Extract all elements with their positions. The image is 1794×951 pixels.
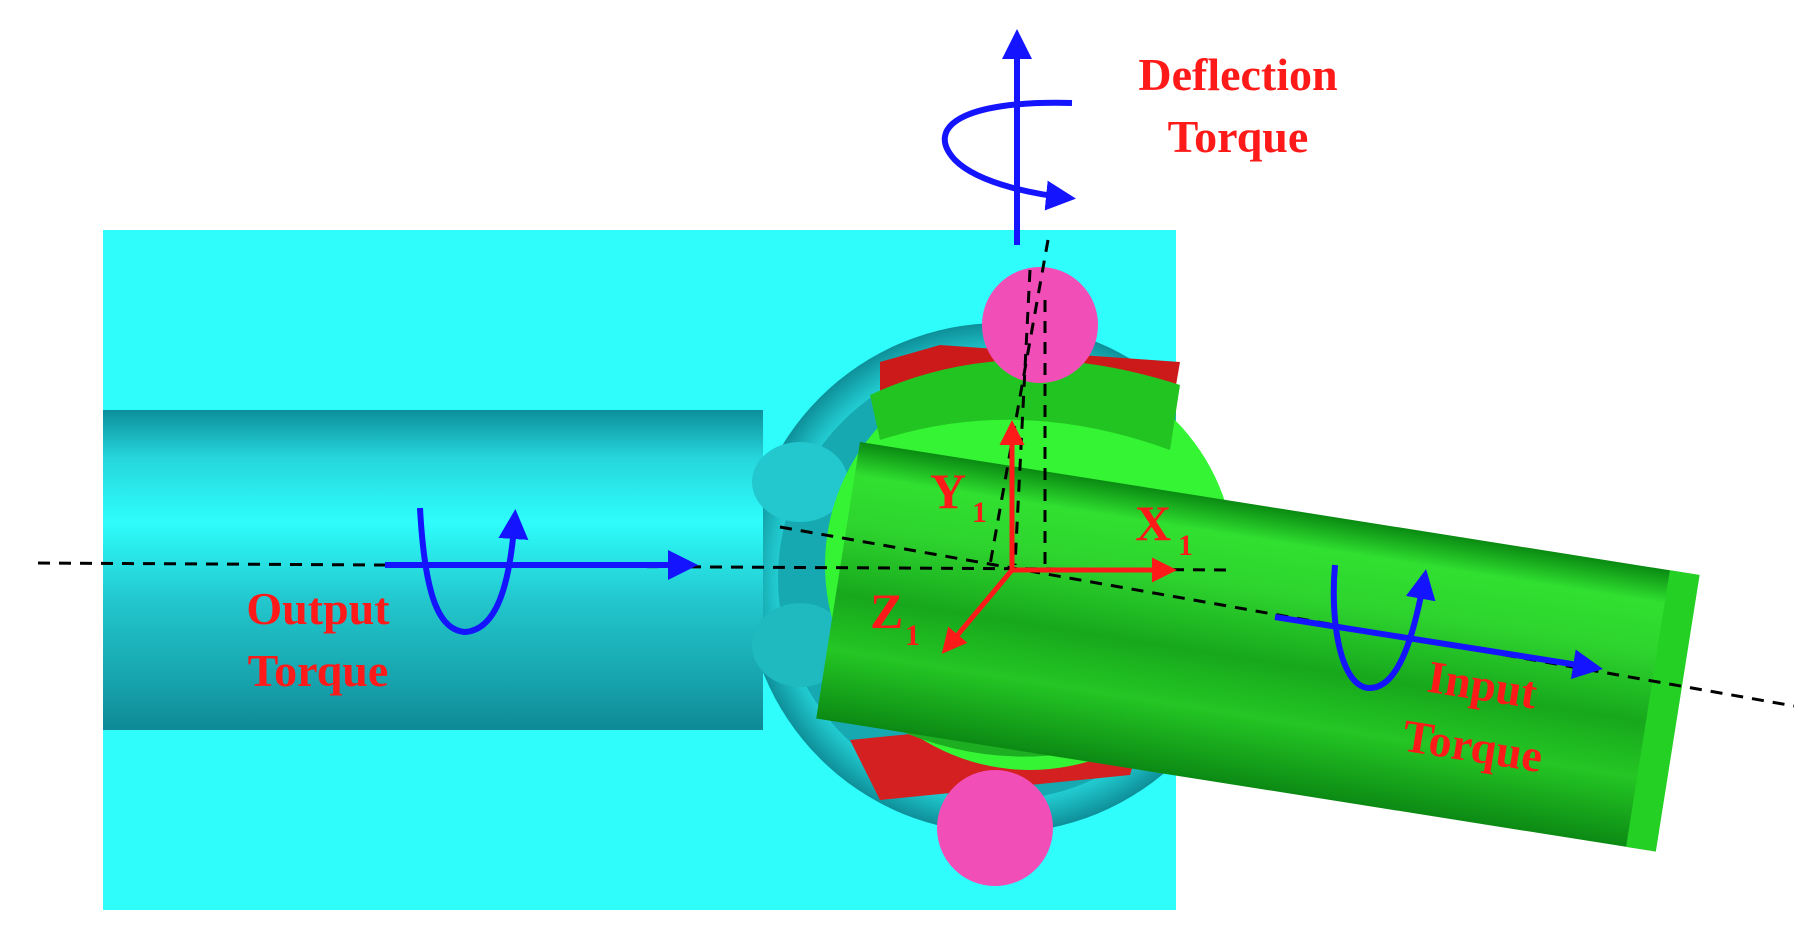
output-torque-arrow — [385, 507, 698, 636]
axis-x1-label: X 1 — [1135, 495, 1193, 562]
inner-race-top-band — [870, 359, 1180, 450]
axis-z1-subscript: 1 — [905, 619, 920, 652]
axis-x1-letter: X — [1135, 495, 1171, 551]
deflection-torque-label-line1: Deflection — [1138, 49, 1337, 100]
ball-bottom — [937, 770, 1053, 886]
output-torque-label-line1: Output — [246, 583, 390, 634]
input-torque-arrow — [1274, 564, 1603, 692]
deflection-torque-label-line2: Torque — [1168, 111, 1309, 162]
axis-y1-subscript: 1 — [972, 496, 987, 529]
axis-z1-label: Z 1 — [870, 583, 920, 652]
ball-top — [982, 267, 1098, 383]
axis-x1-subscript: 1 — [1178, 529, 1193, 562]
input-shaft — [816, 442, 1700, 852]
deflection-torque-arrow — [941, 29, 1076, 245]
output-shaft — [103, 410, 763, 730]
axis-z1-letter: Z — [870, 583, 903, 639]
axis-z1-arrow — [941, 568, 1014, 654]
axis-y1-letter: Y — [930, 463, 966, 519]
axis-y1-label: Y 1 — [930, 463, 987, 529]
coordinate-axes — [941, 420, 1177, 654]
output-bulge-bottom — [752, 603, 848, 687]
output-bulge-top — [752, 442, 848, 522]
output-torque-label-line2: Torque — [248, 645, 389, 696]
